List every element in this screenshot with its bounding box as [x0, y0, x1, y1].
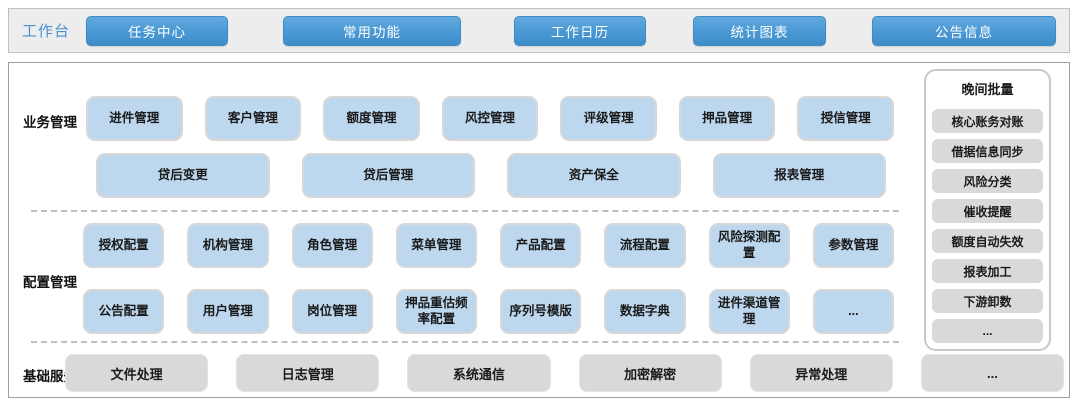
batch-item[interactable]: 下游卸数	[932, 289, 1043, 313]
workbench-button-statistics-charts[interactable]: 统计图表	[693, 16, 826, 46]
section-label-config-management: 配置管理	[23, 275, 77, 290]
service-card[interactable]: 系统通信	[407, 354, 551, 392]
module-card[interactable]: 客户管理	[204, 96, 302, 141]
module-card[interactable]: 用户管理	[187, 289, 269, 334]
section-divider	[31, 210, 899, 212]
night-batch-panel: 晚间批量 核心账务对账 借据信息同步 风险分类 催收提醒 额度自动失效 报表加工…	[924, 69, 1051, 351]
service-card[interactable]: 日志管理	[236, 354, 380, 392]
module-card[interactable]: 进件管理	[86, 96, 183, 141]
service-card[interactable]: 加密解密	[578, 354, 722, 392]
module-card[interactable]: 贷后管理	[301, 153, 475, 198]
batch-item[interactable]: 核心账务对账	[932, 109, 1043, 133]
module-card[interactable]: 进件渠道管理	[708, 289, 790, 334]
batch-item[interactable]: ...	[932, 319, 1043, 343]
module-card[interactable]: 押品管理	[678, 96, 776, 141]
workbench-bar: 工作台 任务中心 常用功能 工作日历 统计图表 公告信息	[8, 8, 1070, 53]
module-card[interactable]: 流程配置	[604, 223, 686, 268]
module-card[interactable]: 授权配置	[83, 223, 165, 268]
batch-item[interactable]: 催收提醒	[932, 199, 1043, 223]
service-card[interactable]: ...	[920, 354, 1065, 392]
service-card[interactable]: 文件处理	[65, 354, 209, 392]
module-card[interactable]: 报表管理	[712, 153, 886, 198]
service-card[interactable]: 异常处理	[749, 354, 893, 392]
batch-item[interactable]: 报表加工	[932, 259, 1043, 283]
module-card[interactable]: 参数管理	[812, 223, 894, 268]
night-batch-title: 晚间批量	[961, 82, 1014, 97]
module-card[interactable]: 序列号模版	[500, 289, 582, 334]
module-card[interactable]: 授信管理	[797, 96, 895, 141]
module-card[interactable]: 公告配置	[83, 289, 165, 334]
section-label-basic-services: 基础服务	[23, 369, 77, 384]
module-card[interactable]: 数据字典	[604, 289, 686, 334]
module-card[interactable]: 风险探测配置	[708, 223, 790, 268]
workbench-button-announcements[interactable]: 公告信息	[872, 16, 1056, 46]
module-card[interactable]: 额度管理	[323, 96, 420, 141]
module-card[interactable]: 产品配置	[500, 223, 582, 268]
business-row-1: 进件管理 客户管理 额度管理 风控管理 评级管理 押品管理 授信管理	[86, 96, 895, 141]
batch-item[interactable]: 额度自动失效	[932, 229, 1043, 253]
business-row-2: 贷后变更 贷后管理 资产保全 报表管理	[96, 153, 886, 198]
workbench-label: 工作台	[22, 23, 71, 40]
basic-services-row: 文件处理 日志管理 系统通信 加密解密 异常处理 ...	[65, 354, 1065, 392]
module-card[interactable]: ...	[812, 289, 894, 334]
module-card[interactable]: 菜单管理	[395, 223, 477, 268]
module-card[interactable]: 押品重估频率配置	[395, 289, 477, 334]
batch-item[interactable]: 借据信息同步	[932, 139, 1043, 163]
config-row-1: 授权配置 机构管理 角色管理 菜单管理 产品配置 流程配置 风险探测配置 参数管…	[83, 223, 894, 268]
section-divider	[31, 341, 899, 343]
module-card[interactable]: 岗位管理	[291, 289, 373, 334]
module-card[interactable]: 资产保全	[507, 153, 681, 198]
workbench-button-common-functions[interactable]: 常用功能	[283, 16, 461, 46]
section-label-business-management: 业务管理	[23, 115, 77, 130]
module-card[interactable]: 贷后变更	[96, 153, 270, 198]
module-card[interactable]: 角色管理	[291, 223, 373, 268]
main-panel: 业务管理 配置管理 基础服务 进件管理 客户管理 额度管理 风控管理 评级管理 …	[8, 62, 1070, 398]
module-card[interactable]: 机构管理	[187, 223, 269, 268]
batch-item[interactable]: 风险分类	[932, 169, 1043, 193]
config-row-2: 公告配置 用户管理 岗位管理 押品重估频率配置 序列号模版 数据字典 进件渠道管…	[83, 289, 894, 334]
module-card[interactable]: 评级管理	[560, 96, 657, 141]
module-card[interactable]: 风控管理	[441, 96, 539, 141]
workbench-button-work-calendar[interactable]: 工作日历	[514, 16, 646, 46]
workbench-button-task-center[interactable]: 任务中心	[86, 16, 228, 46]
